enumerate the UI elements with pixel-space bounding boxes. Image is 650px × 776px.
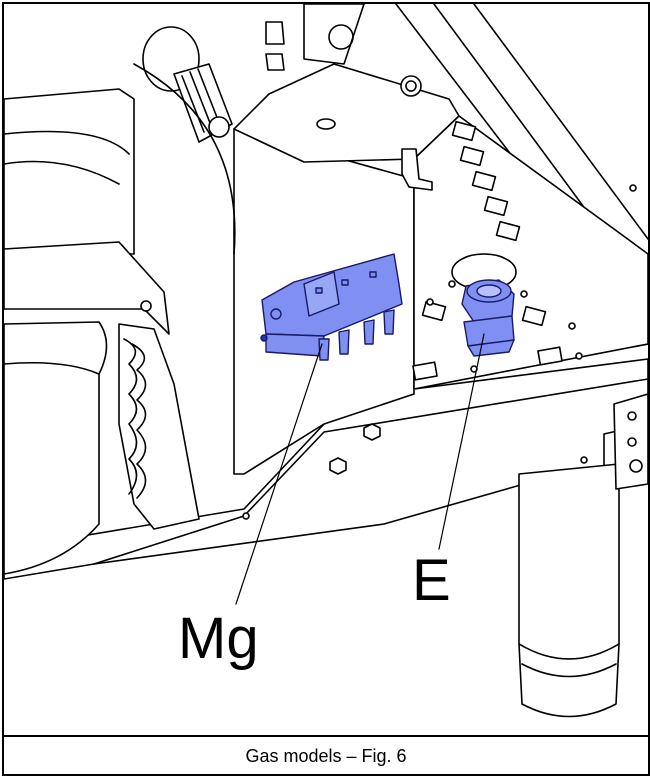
small-tab <box>401 148 433 191</box>
foot <box>518 463 620 660</box>
knob-grip <box>181 68 221 133</box>
cover-hole <box>316 118 336 130</box>
handle-bracket <box>4 241 170 335</box>
vent-panel <box>413 115 648 390</box>
foot-ring <box>521 663 617 678</box>
cover-screw-head <box>405 80 417 92</box>
housing-curve-2 <box>4 130 130 155</box>
fan-arc <box>133 63 236 255</box>
top-bracket <box>303 4 365 65</box>
vent-slots <box>412 120 563 381</box>
knob-screw <box>208 116 230 138</box>
leader-line-mg <box>235 343 323 605</box>
terminal-block-mg <box>260 253 403 361</box>
hex-nut <box>363 423 381 441</box>
handle-body <box>118 323 200 530</box>
base-plate-edge <box>93 378 648 565</box>
base-hole <box>242 512 250 520</box>
base-hole <box>580 456 588 464</box>
side-bracket-hole <box>627 411 637 421</box>
hex-nut <box>329 457 347 475</box>
bracket-hole <box>140 300 152 312</box>
tub <box>4 321 108 575</box>
tub-rim <box>4 361 100 375</box>
side-bracket-hole-2 <box>627 437 637 447</box>
caption-bar: Gas models – Fig. 6 <box>4 735 648 774</box>
top-fitting-left-2 <box>265 53 285 71</box>
cable-gland-e <box>461 279 515 357</box>
frame-edge-right-back <box>473 4 648 240</box>
top-fitting-left <box>265 21 285 45</box>
technical-drawing <box>4 4 648 718</box>
leader-line-e <box>438 333 485 550</box>
housing-curve <box>4 160 120 185</box>
figure-caption: Gas models – Fig. 6 <box>245 746 407 766</box>
handle-grip <box>123 338 147 499</box>
side-bracket-screw <box>629 459 643 473</box>
foot-base <box>518 643 620 718</box>
panel-holes <box>426 184 637 373</box>
housing-left <box>4 88 135 255</box>
label-mg: Mg <box>178 606 259 671</box>
label-e: E <box>412 548 451 613</box>
